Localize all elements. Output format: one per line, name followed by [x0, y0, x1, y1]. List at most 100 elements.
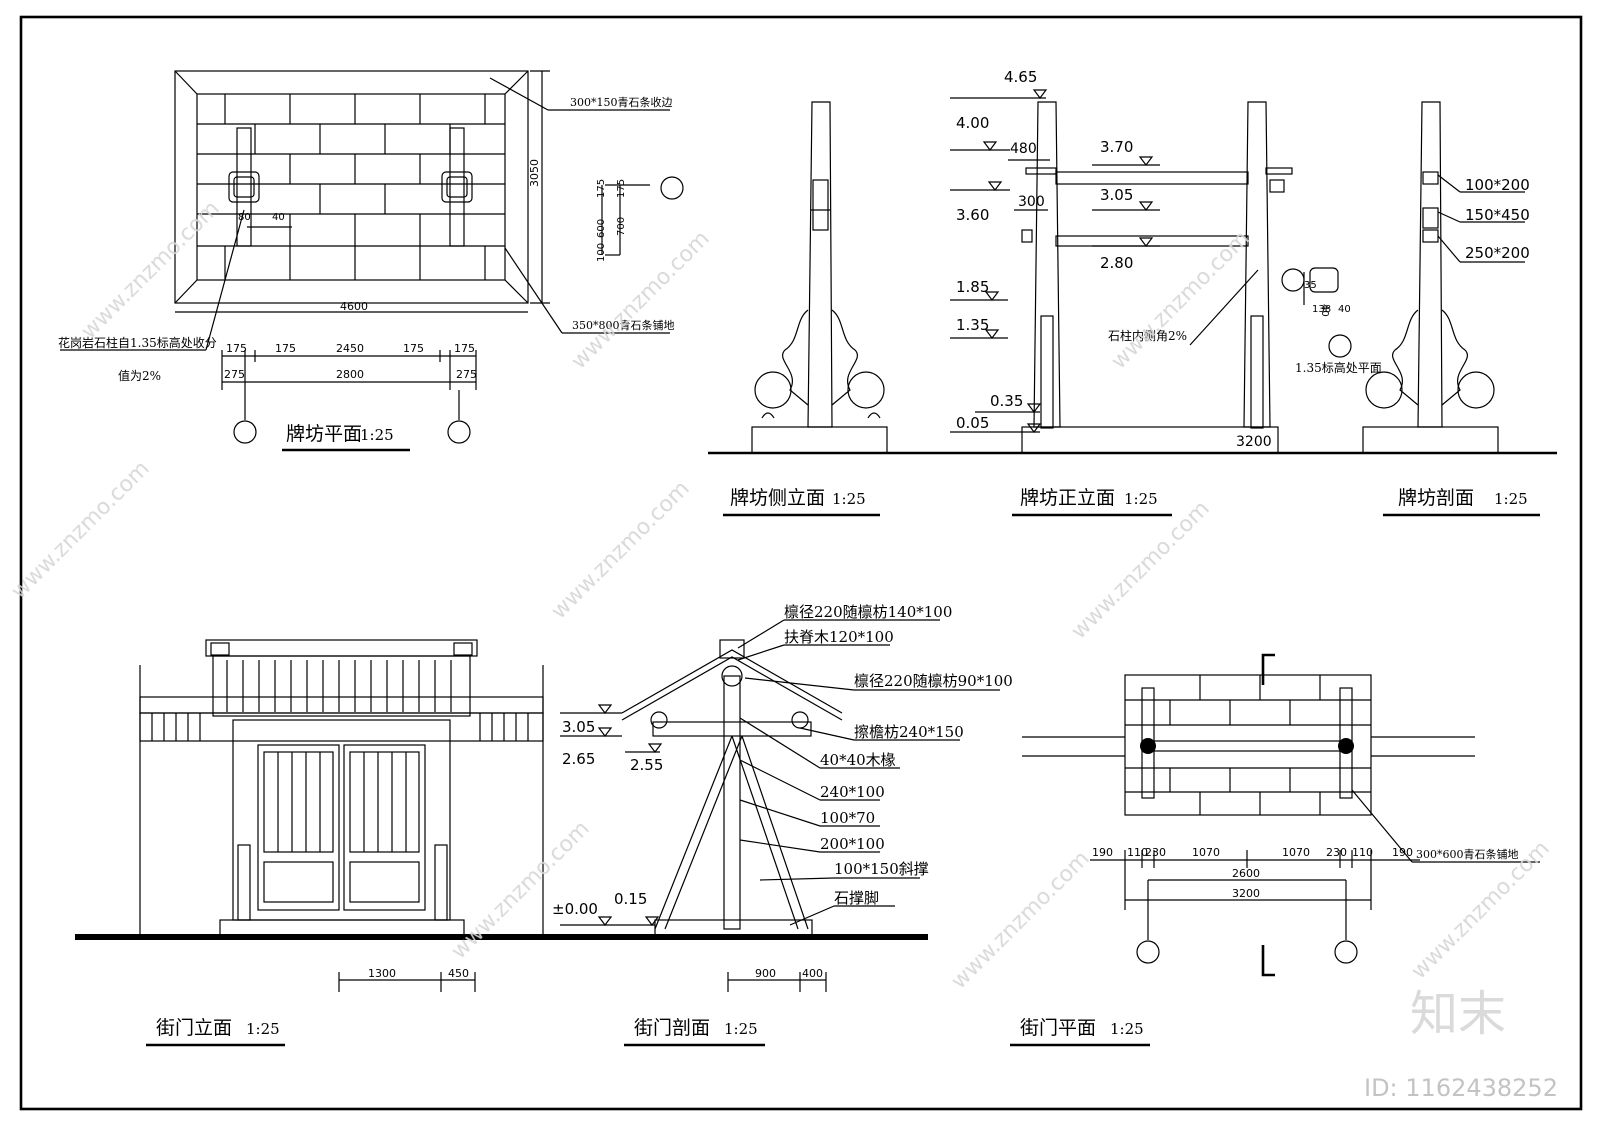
dim-gp-6: 110	[1352, 846, 1373, 859]
scale-paifang-front: 1:25	[1124, 490, 1158, 508]
dim-400: 400	[802, 967, 823, 980]
dim-gp-2: 230	[1145, 846, 1166, 859]
gate-elevation: 1300 450 街门立面 1:25	[139, 639, 544, 1047]
dim-2600: 2600	[1232, 867, 1260, 880]
dim-100: 100	[596, 243, 607, 262]
dim-r2-1: 2800	[336, 368, 364, 381]
watermark-8: www.znzmo.com	[947, 846, 1095, 994]
level-135: 1.35	[956, 316, 989, 334]
dim-40: 40	[272, 212, 285, 223]
label-100x200: 100*200	[1465, 176, 1530, 194]
dim-175b: 175	[616, 179, 627, 198]
dim-gp-3: 1070	[1192, 846, 1220, 859]
dim-r2-0: 275	[224, 368, 245, 381]
level-305: 3.05	[1100, 186, 1133, 204]
label-stone-foot: 石撑脚	[834, 889, 879, 907]
sheet-border	[19, 15, 1583, 1111]
dim-40b: 40	[1338, 304, 1351, 315]
level-gs-255: 2.55	[630, 756, 663, 774]
dim-600: 600	[596, 219, 607, 238]
note-column-2: 值为2%	[118, 368, 161, 383]
dim-r1-0: 175	[226, 342, 247, 355]
dim-r1-2: 2450	[336, 342, 364, 355]
paifang-front: 4.65 4.00 3.60 1.85 1.35 0.35 0.05 3.70 …	[950, 68, 1382, 517]
label-purlin-1: 檩径220随檩枋140*100	[784, 603, 952, 621]
dim-width: 4600	[340, 300, 368, 313]
note-gate-paving: 300*600青石条铺地	[1416, 847, 1519, 861]
level-465: 4.65	[1004, 68, 1037, 86]
watermark-2: www.znzmo.com	[567, 226, 715, 374]
label-150x450: 150*450	[1465, 206, 1530, 224]
dim-gp-1: 110	[1127, 846, 1148, 859]
gate-plan: 300*600青石条铺地 190 110 230 1070 1070 230 1…	[1010, 653, 1540, 1047]
paifang-plan: 3050 4600 300*150青石条收边 350*800青石条铺地 花岗岩石…	[58, 70, 684, 452]
title-paifang-front: 牌坊正立面	[1020, 487, 1115, 509]
level-gs-305: 3.05	[562, 718, 595, 736]
dim-40-front: 40	[1319, 304, 1330, 317]
watermark-6: www.znzmo.com	[1067, 496, 1215, 644]
dim-height: 3050	[528, 159, 541, 187]
note-taper: 石柱内侧角2%	[1108, 328, 1187, 343]
label-250x200: 250*200	[1465, 244, 1530, 262]
note-edge: 300*150青石条收边	[570, 95, 673, 109]
level-280: 2.80	[1100, 254, 1133, 272]
title-paifang-section: 牌坊剖面	[1398, 487, 1474, 509]
scale-paifang-plan: 1:25	[360, 426, 394, 444]
dim-gp-5: 230	[1326, 846, 1347, 859]
note-column-1: 花岗岩石柱自1.35标高处收分	[58, 335, 217, 350]
watermark-3: www.znzmo.com	[1107, 226, 1255, 374]
dim-35: 35	[1304, 280, 1317, 291]
scale-gate-section: 1:25	[724, 1020, 758, 1038]
level-gs-265: 2.65	[562, 750, 595, 768]
watermark-logo: 知末	[1410, 986, 1506, 1042]
dim-700: 700	[616, 217, 627, 236]
dim-450: 450	[448, 967, 469, 980]
dim-gp-7: 190	[1392, 846, 1413, 859]
scale-paifang-section: 1:25	[1494, 490, 1528, 508]
label-200x100: 200*100	[820, 835, 885, 853]
dim-480: 480	[1010, 141, 1037, 157]
scale-gate-plan: 1:25	[1110, 1020, 1144, 1038]
note-paving: 350*800青石条铺地	[572, 318, 675, 332]
label-purlin-2: 檩径220随檩枋90*100	[854, 672, 1013, 690]
dim-1300: 1300	[368, 967, 396, 980]
level-gs-000: ±0.00	[552, 900, 598, 918]
level-035: 0.35	[990, 392, 1023, 410]
title-gate-elevation: 街门立面	[156, 1017, 232, 1039]
paifang-section: 100*200 150*450 250*200 牌坊剖面 1:25	[1362, 101, 1540, 517]
dim-r1-3: 175	[403, 342, 424, 355]
dim-3200-front: 3200	[1236, 434, 1272, 450]
title-gate-plan: 街门平面	[1020, 1017, 1096, 1039]
label-ridge: 扶脊木120*100	[784, 628, 894, 646]
level-185: 1.85	[956, 278, 989, 296]
title-paifang-plan: 牌坊平面	[286, 423, 362, 445]
watermark-5: www.znzmo.com	[547, 476, 695, 624]
label-rafter: 40*40木椽	[820, 751, 896, 769]
title-paifang-side: 牌坊侧立面	[730, 487, 825, 509]
level-360: 3.60	[956, 206, 989, 224]
dim-gp-4: 1070	[1282, 846, 1310, 859]
level-370: 3.70	[1100, 138, 1133, 156]
paifang-side: 牌坊侧立面 1:25	[723, 101, 888, 517]
label-eave-beam: 擦檐枋240*150	[854, 723, 964, 741]
dim-r2-2: 275	[456, 368, 477, 381]
dim-80: 80	[238, 212, 251, 223]
dim-gp-0: 190	[1092, 846, 1113, 859]
watermarks: www.znzmo.com www.znzmo.com www.znzmo.co…	[7, 196, 1558, 1102]
dim-175a: 175	[596, 179, 607, 198]
dim-r1-4: 175	[454, 342, 475, 355]
title-gate-section: 街门剖面	[634, 1017, 710, 1039]
label-100x70: 100*70	[820, 809, 875, 827]
level-400: 4.00	[956, 114, 989, 132]
level-005: 0.05	[956, 414, 989, 432]
scale-paifang-side: 1:25	[832, 490, 866, 508]
note-level-plan: 1.35标高处平面	[1295, 360, 1382, 375]
dim-138: 138	[1312, 304, 1331, 315]
watermark-1: www.znzmo.com	[77, 196, 225, 344]
scale-gate-elevation: 1:25	[246, 1020, 280, 1038]
watermark-7: www.znzmo.com	[447, 816, 595, 964]
dim-r1-1: 175	[275, 342, 296, 355]
label-brace: 100*150斜撑	[834, 860, 929, 878]
dim-900: 900	[755, 967, 776, 980]
